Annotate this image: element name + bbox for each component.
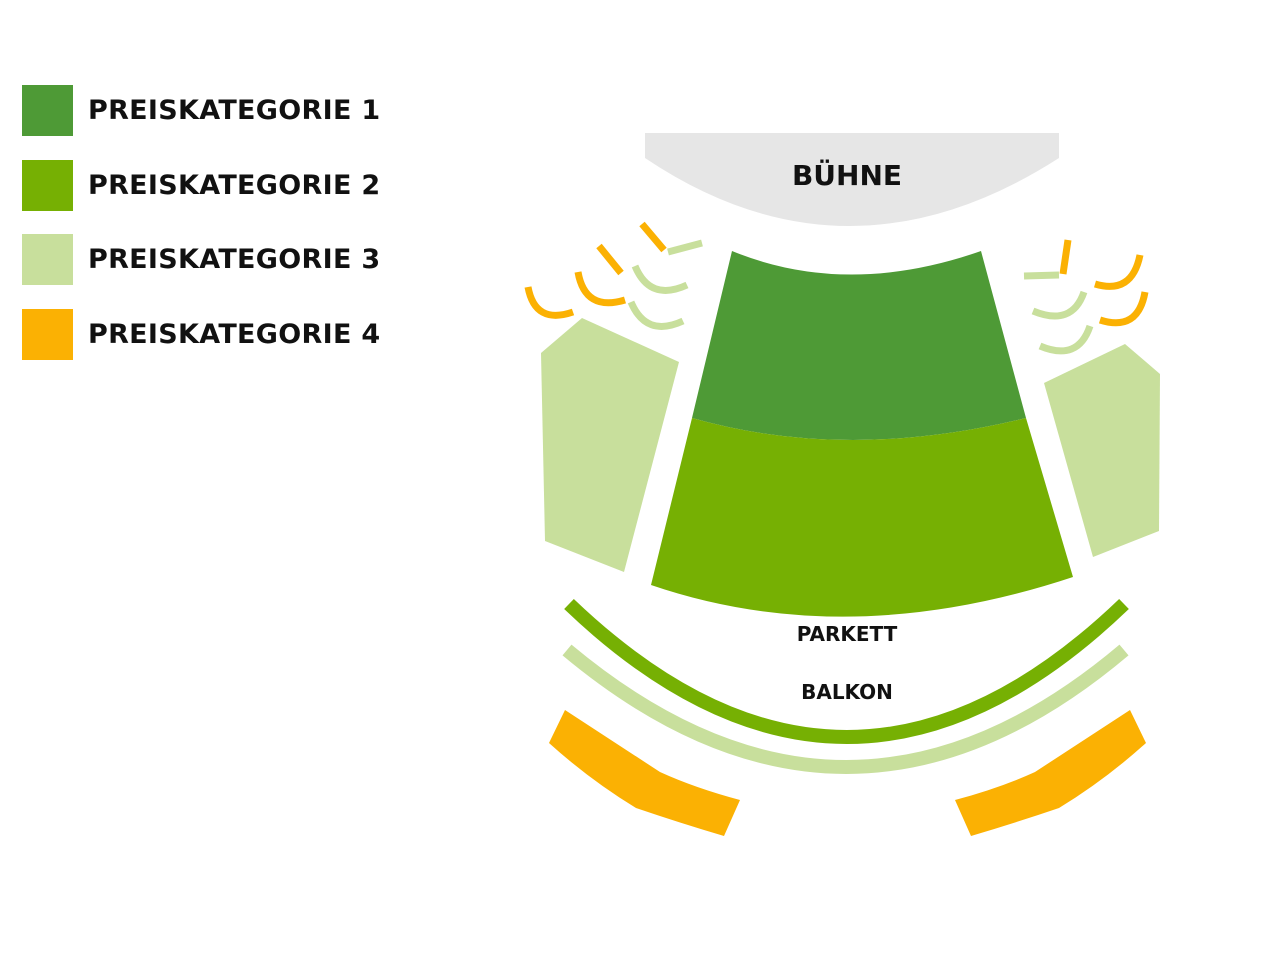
box-category-4[interactable]: [1059, 239, 1072, 275]
box-category-4[interactable]: [596, 243, 624, 276]
box-category-4[interactable]: [574, 271, 627, 307]
section-category-4-balkon-left[interactable]: [549, 710, 740, 836]
box-category-4[interactable]: [1098, 291, 1149, 327]
legend-item-category-2: PREISKATEGORIE 2: [22, 159, 381, 211]
legend-swatch: [22, 308, 73, 360]
legend-label: PREISKATEGORIE 4: [88, 318, 381, 350]
legend: PREISKATEGORIE 1 PREISKATEGORIE 2 PREISK…: [22, 85, 380, 383]
legend-swatch: [22, 85, 73, 136]
left-boxes: [524, 221, 703, 330]
parkett-label: PARKETT: [797, 622, 898, 646]
balkon-label: BALKON: [801, 680, 893, 704]
legend-item-category-1: PREISKATEGORIE 1: [22, 85, 380, 136]
stage-label: BÜHNE: [792, 158, 902, 192]
section-category-2-parkett-arc[interactable]: [564, 598, 1129, 744]
section-category-4-balkon-right[interactable]: [955, 710, 1146, 836]
box-category-3[interactable]: [1023, 271, 1060, 280]
box-category-3[interactable]: [631, 264, 689, 294]
section-category-3-balkon-arc[interactable]: [562, 644, 1129, 774]
legend-label: PREISKATEGORIE 2: [88, 169, 381, 201]
legend-swatch: [22, 234, 73, 285]
box-category-3[interactable]: [627, 300, 685, 330]
box-category-4[interactable]: [524, 286, 575, 319]
legend-item-category-4: PREISKATEGORIE 4: [22, 308, 381, 360]
box-category-4[interactable]: [639, 221, 667, 253]
legend-item-category-3: PREISKATEGORIE 3: [22, 234, 380, 285]
legend-swatch: [22, 159, 73, 211]
box-category-4[interactable]: [1094, 254, 1144, 290]
section-category-2-parkett-rear[interactable]: [651, 418, 1073, 617]
section-category-3-right-side[interactable]: [1044, 344, 1160, 557]
stage: [645, 133, 1059, 226]
legend-label: PREISKATEGORIE 3: [88, 244, 381, 275]
box-category-3[interactable]: [1031, 290, 1088, 320]
right-boxes: [1023, 239, 1149, 355]
section-category-3-left-side[interactable]: [541, 318, 679, 572]
box-category-3[interactable]: [667, 239, 703, 256]
box-category-3[interactable]: [1038, 324, 1094, 355]
section-category-1-parkett-front[interactable]: [692, 251, 1026, 440]
legend-label: PREISKATEGORIE 1: [88, 95, 381, 126]
